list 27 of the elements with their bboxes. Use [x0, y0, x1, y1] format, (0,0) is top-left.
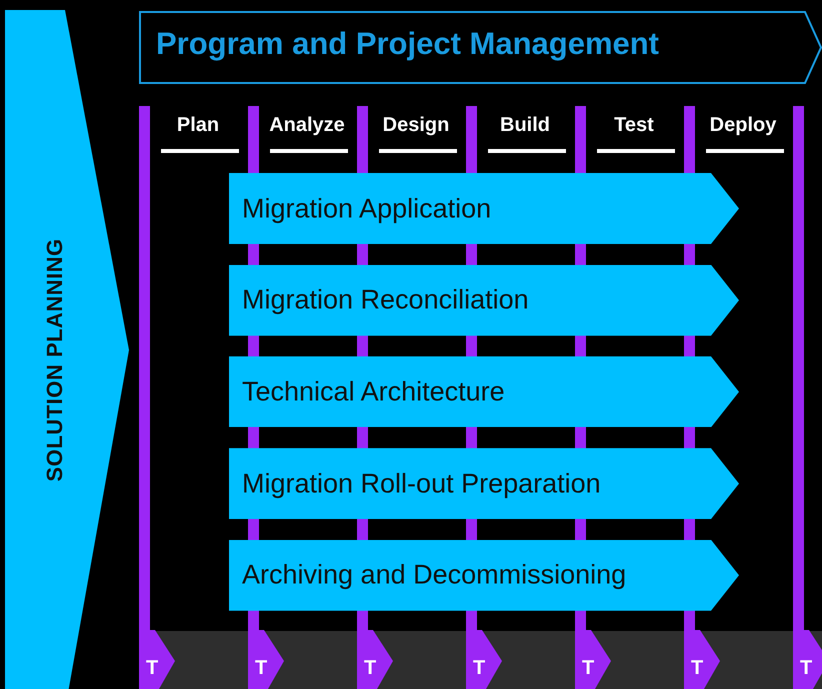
- gate-letter: T: [364, 657, 376, 680]
- workstream-label: Archiving and Decommissioning: [242, 560, 626, 591]
- workstream-banner: [229, 448, 739, 520]
- workstream-label: Technical Architecture: [242, 376, 505, 408]
- workstream-label: Migration Reconciliation: [242, 284, 529, 316]
- gate-letter: T: [255, 657, 268, 680]
- phase-label: Plan: [176, 114, 220, 137]
- gate-letter: T: [473, 657, 486, 680]
- phase-label: Design: [382, 114, 450, 137]
- workstream-label: Migration Application: [242, 193, 492, 224]
- gate-letter: T: [582, 657, 594, 680]
- phase-label: Test: [613, 114, 655, 137]
- workstream-banner: [229, 356, 739, 428]
- workstream-banner: [229, 264, 739, 336]
- side-label: SOLUTION PLANNING: [42, 238, 68, 482]
- phase-label: Deploy: [708, 114, 778, 137]
- gate-letter: T: [800, 657, 812, 680]
- phase-label: Build: [499, 114, 551, 137]
- workstream-label: Migration Roll-out Preparation: [242, 468, 601, 500]
- workstream-banner: [229, 173, 739, 244]
- management-title: Program and Project Management: [156, 26, 660, 62]
- management-chevron: [139, 11, 822, 84]
- gate-marker: [793, 630, 822, 689]
- workstream-banner: [229, 540, 739, 611]
- gate-letter: T: [146, 657, 158, 680]
- gate-letter: T: [691, 657, 704, 680]
- phase-label: Analyze: [268, 114, 346, 137]
